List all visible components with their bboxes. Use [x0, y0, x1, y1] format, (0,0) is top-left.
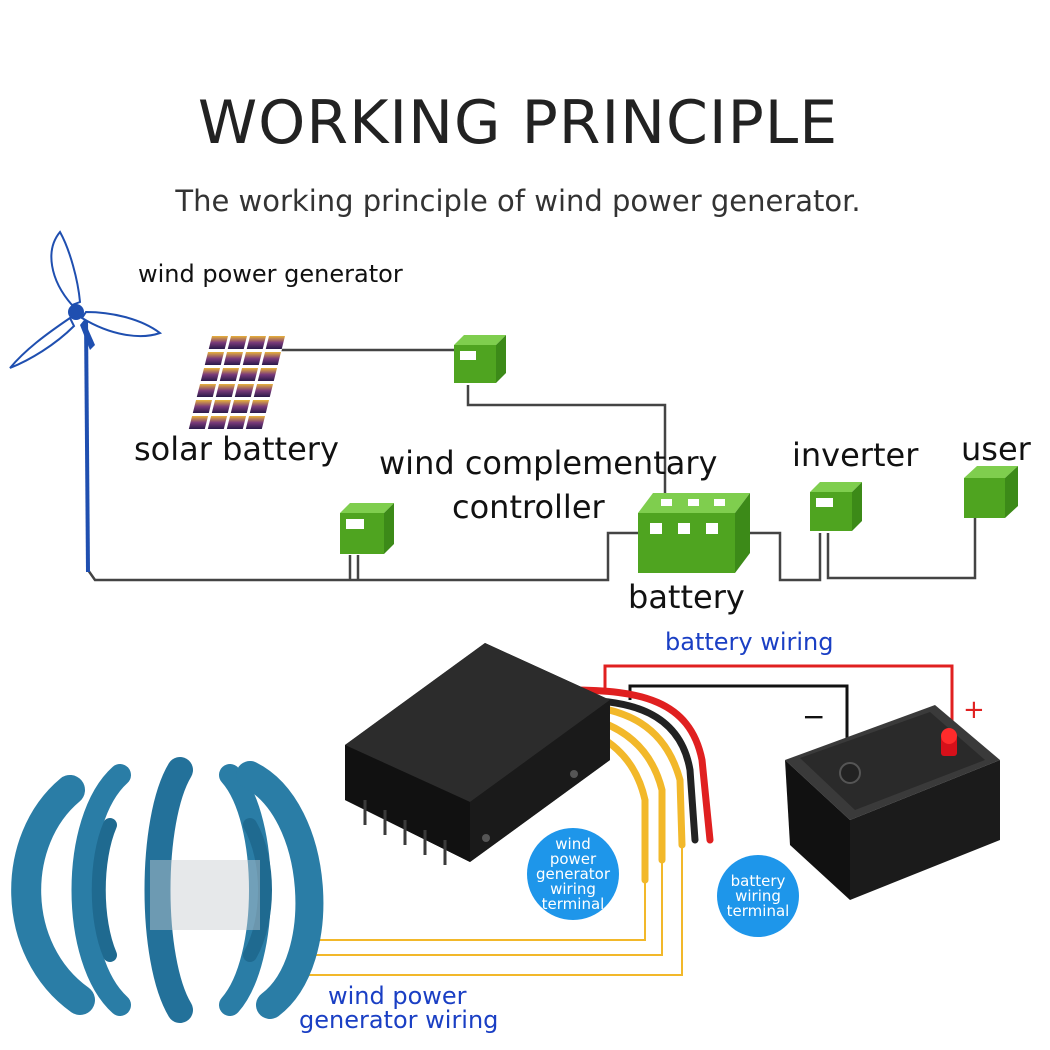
wind-power-wiring-label-line2: generator wiring	[299, 1006, 499, 1034]
schematic-wires	[86, 348, 977, 582]
solar-cell	[204, 352, 225, 365]
solar-cell	[257, 368, 278, 381]
inverter-label: inverter	[792, 436, 919, 474]
solar-cell	[223, 352, 244, 365]
minus-sign: −	[802, 700, 826, 733]
solar-cell	[196, 384, 217, 397]
solar-cells	[188, 336, 285, 429]
user-label: user	[961, 430, 1031, 468]
solar-cell	[249, 400, 270, 413]
battery-terminal-text: wiring	[735, 886, 781, 905]
solar-cell	[230, 400, 251, 413]
vertical-wind-turbine-icon	[11, 757, 324, 1023]
solar-cell	[200, 368, 221, 381]
generator-terminal-text: terminal	[541, 894, 605, 913]
controller-label-line2: controller	[452, 488, 605, 526]
page-title: WORKING PRINCIPLE	[197, 88, 839, 158]
solar-cell	[211, 400, 232, 413]
plus-sign: +	[963, 695, 985, 725]
generator-terminal-text: power	[549, 849, 597, 868]
car-battery-device	[785, 705, 1000, 900]
generator-terminal-text: wiring	[550, 879, 596, 898]
generator-terminal-text: generator	[535, 864, 611, 883]
inverter-box	[810, 482, 862, 531]
battery-wiring-label: battery wiring	[665, 628, 834, 656]
wind-power-wiring-label-line1: wind power	[328, 982, 467, 1010]
solar-cell	[246, 336, 266, 349]
solar-battery-label: solar battery	[134, 430, 339, 468]
wind-power-generator-label: wind power generator	[138, 260, 403, 288]
solar-cell	[234, 384, 255, 397]
battery-label: battery	[628, 578, 745, 616]
solar-cell	[253, 384, 274, 397]
controller-label-line1: wind complementary	[379, 444, 718, 482]
solar-cell	[207, 416, 228, 429]
battery-wiring-terminal-badge: battery wiring terminal	[717, 855, 799, 937]
solar-cell	[242, 352, 263, 365]
solar-cell	[188, 416, 209, 429]
solar-cell	[219, 368, 240, 381]
generator-terminal-text: wind	[555, 834, 591, 853]
solar-cell	[261, 352, 282, 365]
solar-cell	[215, 384, 236, 397]
solar-cell	[208, 336, 228, 349]
battery-terminal-text: battery	[730, 871, 786, 890]
wind-generator-wiring-lines	[282, 845, 683, 976]
controller-box-top	[454, 335, 506, 383]
solar-cell	[226, 416, 247, 429]
battery-terminal-text: terminal	[726, 901, 790, 920]
solar-cell	[245, 416, 266, 429]
solar-cell	[227, 336, 247, 349]
generator-wiring-terminal-badge: wind power generator wiring terminal	[527, 828, 619, 920]
solar-cell	[238, 368, 259, 381]
user-box	[964, 466, 1018, 518]
solar-cell	[192, 400, 213, 413]
battery-box	[638, 493, 750, 573]
wind-turbine-icon	[9, 230, 163, 573]
solar-cell	[265, 336, 285, 349]
page-subtitle: The working principle of wind power gene…	[175, 184, 861, 218]
controller-box-bottom	[340, 503, 394, 554]
charge-controller-device	[345, 643, 610, 865]
